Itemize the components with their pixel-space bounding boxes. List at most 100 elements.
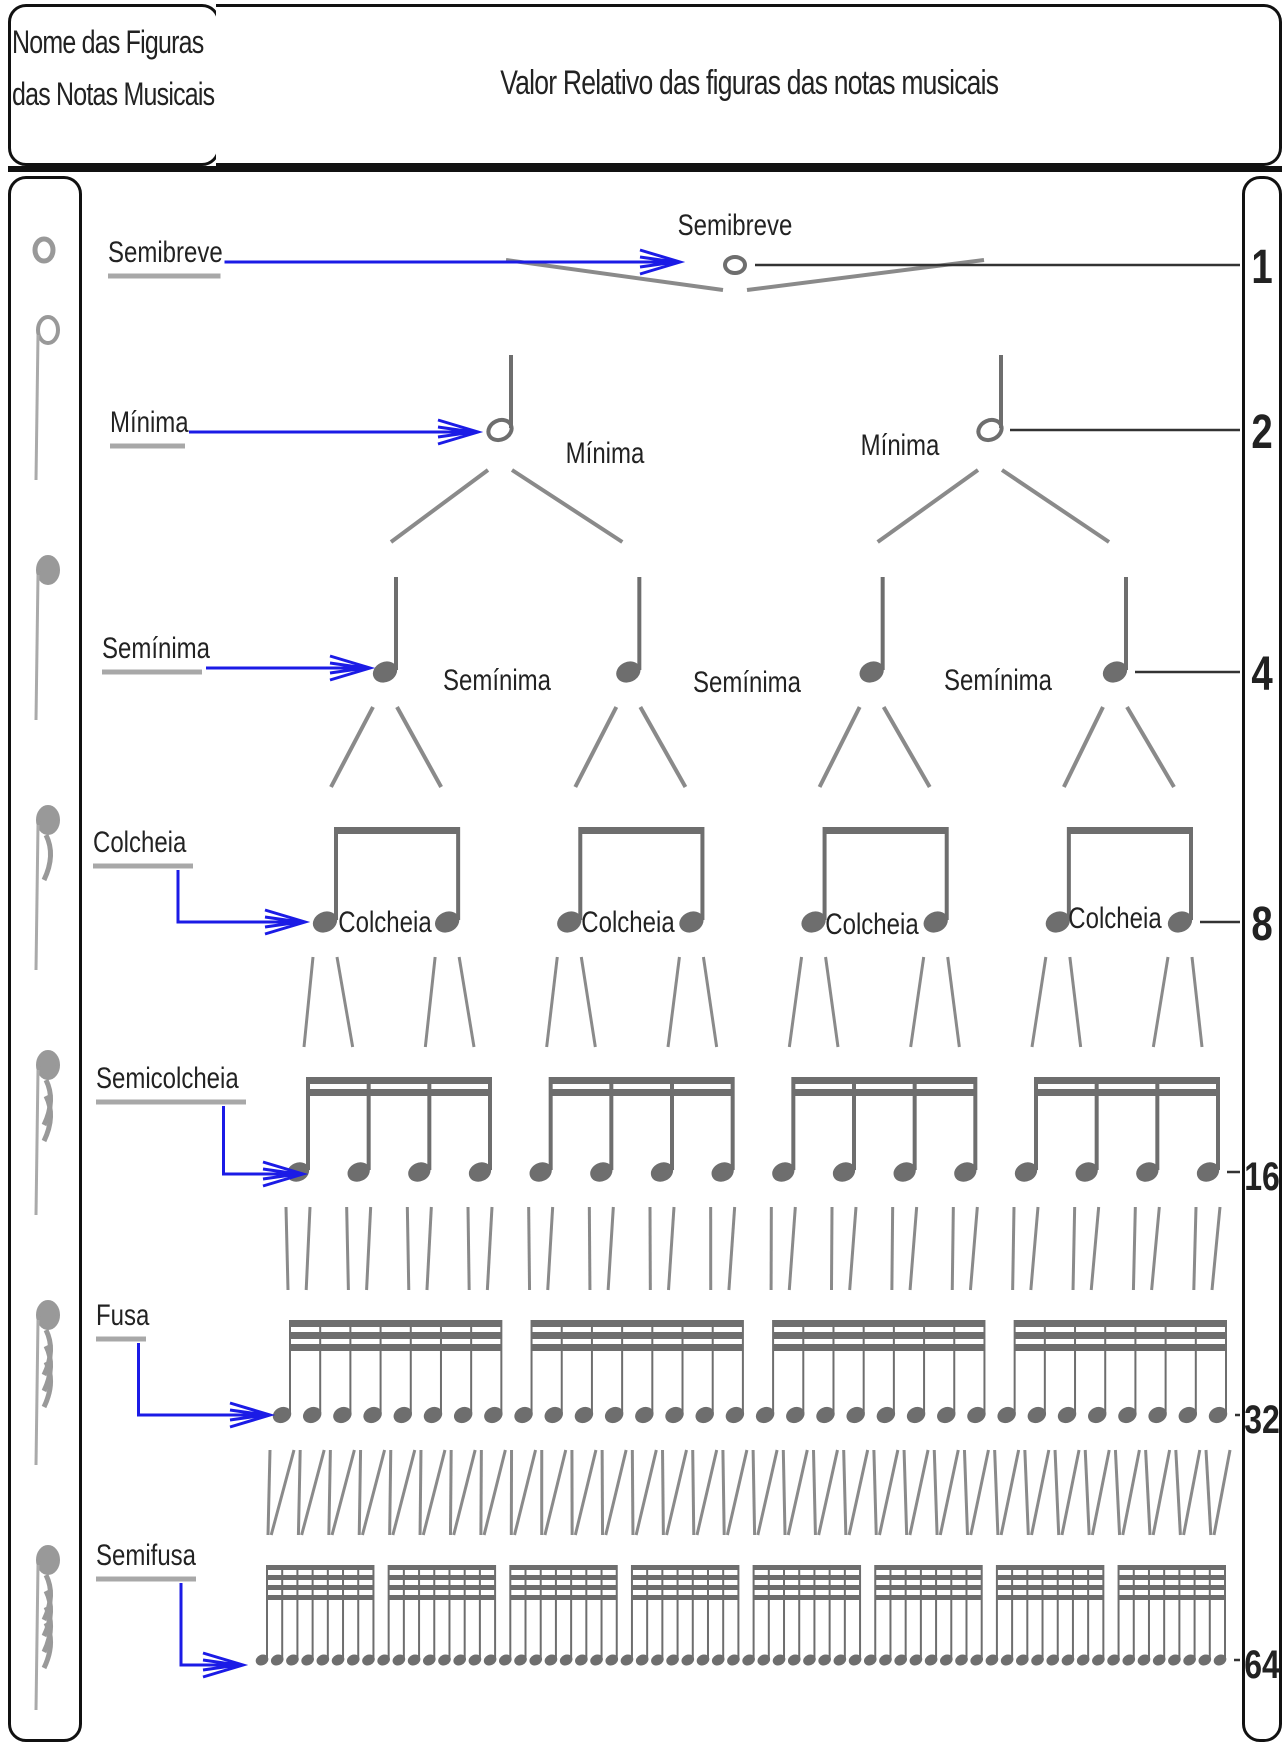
note-beam [793, 1077, 976, 1084]
tree-link [667, 1206, 676, 1291]
row-colcheia [312, 827, 1240, 933]
tree-link [510, 468, 624, 544]
tree-label-mínima: Mínima [566, 435, 645, 469]
tree-link [1090, 1449, 1111, 1536]
tree-link [877, 1449, 900, 1536]
note-beam [510, 1585, 617, 1590]
tree-link [329, 706, 375, 788]
note-beam [1118, 1575, 1225, 1580]
note-beam [290, 1320, 502, 1327]
note-beam [1036, 1077, 1218, 1084]
tree-link [543, 1449, 568, 1536]
tree-link [269, 1449, 296, 1536]
figure-stem-icon [34, 334, 40, 481]
note-beam [773, 1332, 985, 1339]
tree-link [1131, 1206, 1137, 1291]
tree-link [938, 1449, 960, 1536]
tree-link [485, 1206, 494, 1291]
figure-head-icon [36, 1050, 60, 1080]
tree-link [721, 1449, 726, 1536]
blue-arrowhead-icon [229, 1401, 276, 1429]
tree-link [1060, 1449, 1081, 1536]
note-beam [531, 1320, 743, 1327]
note-beam [267, 1585, 374, 1590]
figure-flag-icon [41, 833, 53, 882]
tree-label-semibreve: Semibreve [678, 207, 793, 241]
tree-link [604, 1449, 628, 1536]
tree-link [950, 1206, 955, 1291]
tree-link [817, 706, 862, 788]
tree-link [505, 258, 724, 292]
figure-icon-semibreve-icon [32, 236, 56, 264]
tree-link [701, 956, 719, 1048]
note-beam [773, 1320, 985, 1327]
figure-column [8, 176, 82, 1742]
tree-link [1190, 956, 1204, 1048]
figure-icon-fusa-icon [34, 1300, 60, 1466]
tree-link [482, 1449, 507, 1536]
note-beam [388, 1565, 496, 1570]
tree-link [606, 1206, 615, 1291]
tree-link [909, 956, 926, 1048]
tree-link [890, 1206, 895, 1291]
note-beam [875, 1575, 982, 1580]
row-semifusa [255, 1565, 1240, 1666]
tree-link [1030, 956, 1048, 1048]
tree-link [395, 706, 443, 788]
row-semínima [372, 577, 1240, 683]
note-beam [875, 1565, 982, 1570]
tree-links-6 [266, 1449, 1232, 1536]
tree-link [423, 956, 437, 1048]
tree-link [634, 1449, 658, 1536]
note-beam [996, 1575, 1104, 1580]
tree-link [787, 956, 804, 1048]
tree-link [691, 1449, 696, 1536]
value-8: 8 [1251, 898, 1272, 951]
note-beam [336, 827, 459, 834]
row-label-fusa [96, 1336, 276, 1429]
figure-head-icon [36, 1545, 60, 1575]
tree-link [425, 1206, 433, 1291]
tree-link [932, 1449, 939, 1536]
tree-link [327, 1449, 332, 1536]
figure-head-icon [36, 555, 60, 585]
tree-link [1029, 1206, 1040, 1291]
tree-link [1113, 1449, 1122, 1536]
tree-link [579, 956, 597, 1048]
value-64: 64 [1244, 1642, 1280, 1687]
note-beam [550, 1077, 733, 1084]
tree-link [296, 1449, 302, 1536]
tree-links-3 [329, 705, 1176, 789]
note-beam [631, 1595, 739, 1600]
tree-link [817, 1449, 839, 1536]
note-beam [753, 1575, 861, 1580]
tree-link [908, 1449, 930, 1536]
note-beam [875, 1585, 982, 1590]
semibreve-note [723, 255, 747, 275]
note-beam [996, 1565, 1104, 1570]
tree-link [993, 1449, 1000, 1536]
tree-link [1089, 1206, 1101, 1291]
tree-link [300, 1449, 326, 1536]
tree-link [1151, 1449, 1172, 1536]
tree-link [360, 1449, 387, 1536]
header-right-title: Valor Relativo das figuras das notas mus… [216, 64, 1282, 103]
note-beam [1118, 1565, 1225, 1570]
note-beam [1068, 827, 1191, 834]
note-beam [1014, 1344, 1226, 1351]
blue-arrowhead-icon [437, 418, 484, 446]
tree-link [448, 1449, 453, 1536]
tree-link [284, 1206, 290, 1291]
value-4: 4 [1251, 648, 1272, 701]
note-beam [290, 1344, 502, 1351]
tree-link [781, 1449, 787, 1536]
tree-link [513, 1449, 538, 1536]
tree-link [1125, 705, 1176, 789]
row-name-semicolcheia: Semicolcheia [96, 1060, 239, 1094]
tree-link [630, 1449, 635, 1536]
blue-arrow-line [179, 1583, 235, 1667]
tree-link [573, 706, 619, 788]
tree-link [725, 1449, 749, 1536]
tree-link [946, 956, 961, 1048]
